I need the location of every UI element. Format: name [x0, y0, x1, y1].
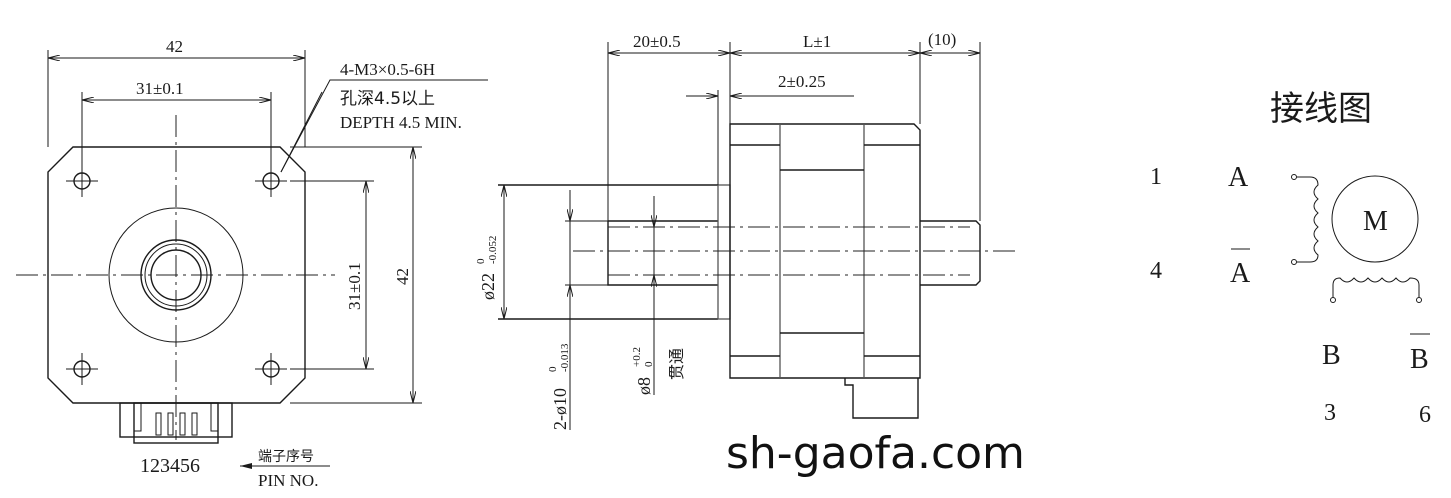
hole-callout-depth-cn: 孔深4.5以上	[340, 89, 435, 109]
svg-text:ø22: ø22	[478, 273, 498, 300]
hole-callout-depth-en: DEPTH 4.5 MIN.	[340, 113, 462, 132]
flange	[717, 184, 731, 320]
pin-number-1: 1	[1150, 164, 1162, 190]
mounting-holes	[66, 165, 287, 385]
connector	[119, 402, 233, 444]
pin-number-3: 3	[1324, 400, 1336, 426]
coil-a-icon	[1291, 174, 1319, 265]
signal-a: A	[1228, 162, 1249, 193]
shaft-circle	[150, 249, 202, 301]
coil-b-icon	[1330, 277, 1422, 303]
motor-icon	[1331, 175, 1419, 263]
side-view: 20±0.5 L±1 (10) 2±0.25 ø22 0 -0.052 2-ø1…	[475, 30, 1018, 430]
svg-text:2-ø10: 2-ø10	[550, 388, 570, 430]
shaft-ring-circle	[144, 243, 208, 307]
svg-text:+0.2: +0.2	[631, 347, 643, 367]
side-connector	[844, 378, 919, 419]
motor-body	[729, 123, 921, 379]
dim-shaft-length: 20±0.5	[633, 32, 681, 51]
signal-a-bar: A	[1230, 258, 1251, 289]
dim-width-holes: 31±0.1	[136, 79, 184, 98]
motor-label: M	[1363, 206, 1388, 237]
watermark-text: sh-gaofa.com	[726, 428, 1025, 479]
svg-text:ø8: ø8	[634, 377, 654, 395]
pin-label-cn: 端子序号	[258, 449, 314, 465]
dim-body-length: L±1	[803, 32, 831, 51]
hole-callout-thread: 4-M3×0.5-6H	[340, 60, 435, 79]
front-view: 42 31±0.1 4-M3×0.5-6H 孔深4.5以上 DEPTH 4.5 …	[16, 37, 488, 490]
dim-bore-note: 贯通	[667, 348, 686, 380]
pin-label-en: PIN NO.	[258, 471, 318, 490]
svg-text:0: 0	[475, 258, 487, 264]
dim-width-overall: 42	[166, 37, 183, 56]
signal-b-bar: B	[1410, 344, 1429, 375]
signal-b: B	[1322, 340, 1341, 371]
svg-text:0: 0	[643, 361, 655, 367]
dim-height-holes: 31±0.1	[345, 262, 364, 310]
dim-rear-shaft: (10)	[928, 30, 956, 49]
dim-shaft-diameter: 2-ø10 0 -0.013	[547, 343, 571, 430]
rear-shaft	[920, 220, 981, 286]
svg-text:-0.052: -0.052	[487, 236, 499, 264]
pin-numbers: 123456	[140, 455, 200, 477]
svg-text:-0.013: -0.013	[559, 343, 571, 372]
svg-text:0: 0	[547, 366, 559, 372]
dim-boss-diameter: ø22 0 -0.052	[475, 236, 499, 300]
dim-bore-diameter: ø8 +0.2 0	[631, 347, 655, 395]
boss-ring-circle	[140, 239, 212, 311]
wiring-title: 接线图	[1270, 89, 1372, 129]
dim-flange: 2±0.25	[778, 72, 826, 91]
wiring-diagram: 接线图 1 A 4 A M B B 3 6	[1150, 89, 1431, 428]
motor-face-outline	[47, 146, 306, 404]
pin-number-6: 6	[1419, 402, 1431, 428]
dim-height-overall: 42	[393, 268, 412, 285]
boss-outer-circle	[108, 207, 244, 343]
pin-number-4: 4	[1150, 258, 1162, 284]
